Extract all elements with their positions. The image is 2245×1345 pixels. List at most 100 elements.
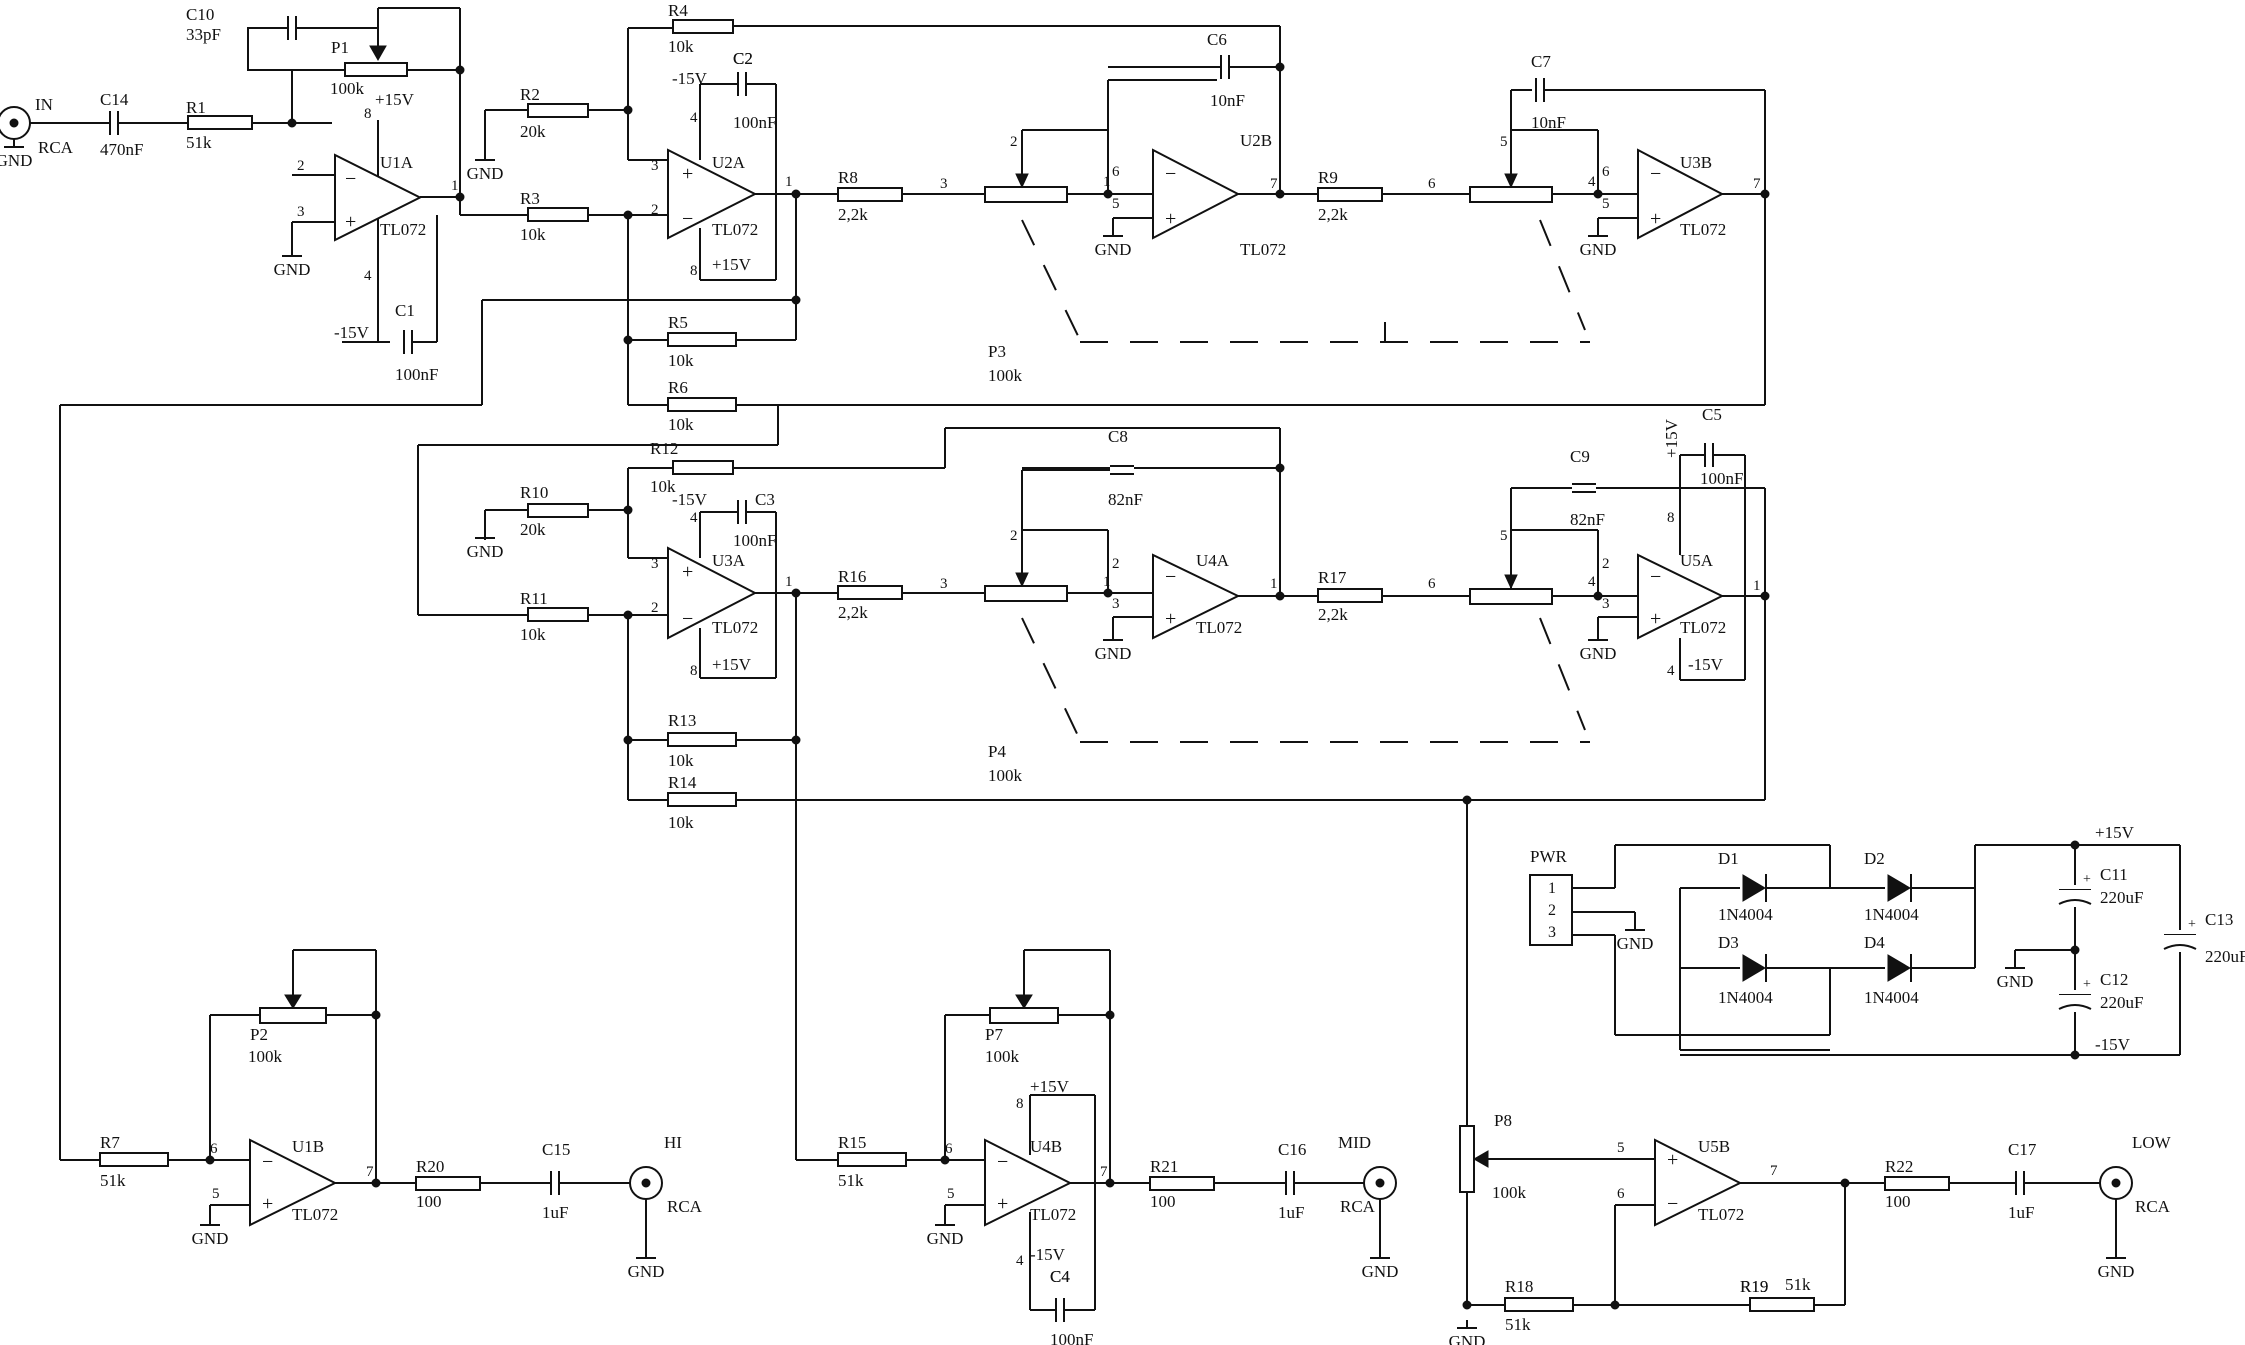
capacitor-label: C13 bbox=[2205, 910, 2233, 929]
opamp-label: U1B bbox=[292, 1137, 324, 1156]
junction-dot bbox=[1760, 591, 1770, 601]
resistor-r16 bbox=[837, 585, 903, 600]
cap-gap-c7 bbox=[1537, 78, 1543, 102]
pin-number: 4 bbox=[690, 510, 698, 526]
vneg-label: -15V bbox=[672, 69, 708, 88]
resistor-r8 bbox=[837, 187, 903, 202]
opamp-u1a bbox=[334, 153, 423, 242]
resistor-label: R13 bbox=[668, 711, 696, 730]
resistor-value: 51k bbox=[186, 133, 212, 152]
diode-label: D4 bbox=[1864, 933, 1885, 952]
cap-gap-c11 bbox=[2059, 890, 2091, 900]
pin-number: 7 bbox=[1270, 176, 1278, 192]
resistor-label: R8 bbox=[838, 168, 858, 187]
pin-number: 8 bbox=[364, 106, 372, 122]
resistor-label: R11 bbox=[520, 589, 548, 608]
capacitor-label: C12 bbox=[2100, 970, 2128, 989]
opamp-label: U1A bbox=[380, 153, 414, 172]
opamp-input-sign: − bbox=[262, 1151, 273, 1173]
p3-gang-link bbox=[1021, 219, 1081, 341]
opamp-u2b bbox=[1152, 148, 1241, 240]
opamp-input-sign: + bbox=[1165, 208, 1176, 230]
opamp-label: U5A bbox=[1680, 551, 1714, 570]
resistor-value: 10k bbox=[520, 225, 546, 244]
resistor-label: R1 bbox=[186, 98, 206, 117]
opamp-input-sign: − bbox=[1650, 163, 1661, 185]
pin-number: 5 bbox=[1500, 134, 1508, 150]
cap-gap-c13 bbox=[2164, 935, 2196, 945]
resistor-value: 51k bbox=[1505, 1315, 1531, 1334]
junction-dot bbox=[940, 1155, 950, 1165]
diode-type: 1N4004 bbox=[1864, 988, 1919, 1007]
resistor-label: R12 bbox=[650, 439, 678, 458]
pin-number: 5 bbox=[212, 1186, 220, 1202]
plus-sign: + bbox=[2083, 872, 2091, 887]
resistor-label: R22 bbox=[1885, 1157, 1913, 1176]
pot-p1 bbox=[344, 62, 408, 77]
opamp-type: TL072 bbox=[712, 220, 758, 239]
resistor-label: R3 bbox=[520, 189, 540, 208]
gnd-label: GND bbox=[1997, 972, 2034, 991]
components bbox=[0, 16, 2197, 1322]
opamp-u5b bbox=[1654, 1138, 1743, 1227]
pot-label: P8 bbox=[1494, 1111, 1512, 1130]
resistor-value: 2,2k bbox=[1318, 605, 1348, 624]
opamp-type: TL072 bbox=[292, 1205, 338, 1224]
vneg-label: -15V bbox=[334, 323, 370, 342]
diode-d1 bbox=[1742, 874, 1766, 902]
capacitor-value: 10nF bbox=[1210, 91, 1245, 110]
opamp-u4a bbox=[1152, 553, 1241, 640]
resistor-r1 bbox=[187, 115, 253, 130]
opamp-type: TL072 bbox=[1698, 1205, 1744, 1224]
cap-gap-c1 bbox=[405, 330, 411, 354]
resistor-r17 bbox=[1317, 588, 1383, 603]
pin-number: 2 bbox=[1602, 556, 1610, 572]
resistor-value: 10k bbox=[668, 351, 694, 370]
cap-gap-c12 bbox=[2059, 995, 2091, 1005]
pin-number: 5 bbox=[1500, 528, 1508, 544]
vneg-label: -15V bbox=[672, 490, 708, 509]
pin-number: 3 bbox=[651, 556, 659, 572]
junction-dot bbox=[1275, 591, 1285, 601]
resistor-label: R2 bbox=[520, 85, 540, 104]
pin-number: 4 bbox=[1016, 1253, 1024, 1269]
gnd-label: GND bbox=[0, 151, 32, 170]
gnd-label: GND bbox=[628, 1262, 665, 1281]
resistor-label: R18 bbox=[1505, 1277, 1533, 1296]
cap-gap-c2 bbox=[739, 72, 745, 96]
pin-number: 7 bbox=[1770, 1163, 1778, 1179]
pin-number: 1 bbox=[1753, 578, 1761, 594]
pot-label: P3 bbox=[988, 342, 1006, 361]
cap-plate bbox=[2058, 1004, 2092, 1010]
pot-wiper-arrow bbox=[369, 45, 387, 62]
pin-number: 4 bbox=[364, 268, 372, 284]
opamp-type: TL072 bbox=[1680, 618, 1726, 637]
pin-number: 1 bbox=[785, 574, 793, 590]
p4-gang-link bbox=[1021, 617, 1081, 741]
vpos-label: +15V bbox=[1030, 1077, 1070, 1096]
pin-number: 3 bbox=[297, 204, 305, 220]
pot-value: 100k bbox=[1492, 1183, 1527, 1202]
opamp-input-sign: − bbox=[682, 208, 693, 230]
opamp-u5a bbox=[1637, 553, 1725, 640]
pot-wiper-arrow bbox=[1504, 173, 1518, 189]
resistor-r9 bbox=[1317, 187, 1383, 202]
capacitor-label: C17 bbox=[2008, 1140, 2037, 1159]
capacitor-value: 220uF bbox=[2100, 993, 2143, 1012]
resistor-r15 bbox=[837, 1152, 907, 1167]
in-rca-label: RCA bbox=[38, 138, 74, 157]
plus-sign: + bbox=[2083, 977, 2091, 992]
opamp-label: U2A bbox=[712, 153, 746, 172]
pot-label: P1 bbox=[331, 38, 349, 57]
resistor-value: 20k bbox=[520, 122, 546, 141]
junction-dot bbox=[2070, 1050, 2080, 1060]
junction-dot bbox=[455, 192, 465, 202]
resistor-r7 bbox=[99, 1152, 169, 1167]
resistor-value: 20k bbox=[520, 520, 546, 539]
opamp-input-sign: + bbox=[1165, 608, 1176, 630]
opamp-input-sign: + bbox=[1650, 608, 1661, 630]
cap-gap-c4 bbox=[1057, 1298, 1063, 1322]
opamp-input-sign: − bbox=[345, 168, 356, 190]
junction-dot bbox=[1593, 189, 1603, 199]
junction-dot bbox=[1840, 1178, 1850, 1188]
